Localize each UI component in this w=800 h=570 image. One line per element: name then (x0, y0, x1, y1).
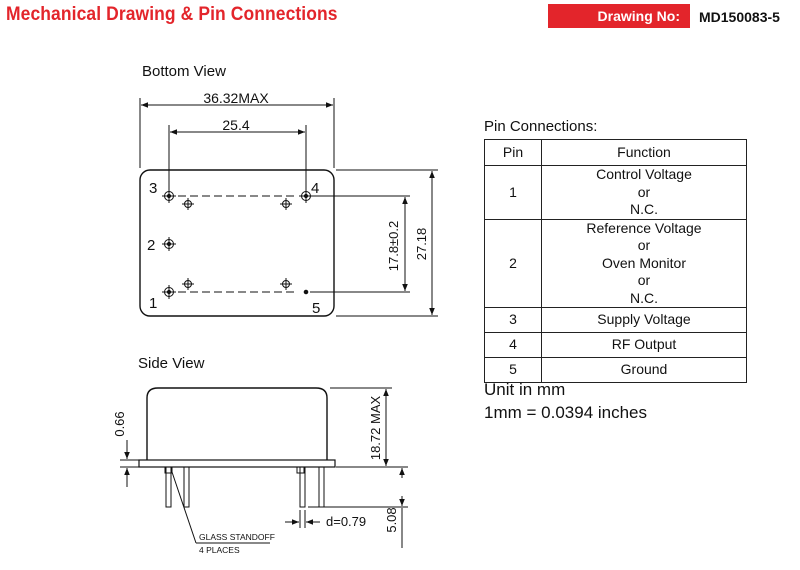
function-line: or (637, 272, 651, 288)
pin-2-marker (162, 237, 176, 251)
function-line: RF Output (611, 336, 677, 353)
side-body (146, 387, 328, 460)
function-line: or (637, 237, 651, 253)
pin-number-cell: 4 (484, 332, 542, 358)
side-pin (299, 466, 306, 508)
pin-number-cell: 5 (484, 357, 542, 383)
function-line: Control Voltage (596, 166, 692, 182)
function-line: Oven Monitor (601, 254, 687, 271)
side-pin (318, 466, 325, 508)
function-line: Reference Voltage (586, 219, 702, 236)
standoff-note-line1: GLASS STANDOFF (199, 532, 275, 542)
dim-spacing-text: 25.4 (222, 117, 249, 133)
pin-number-cell: 1 (484, 165, 542, 220)
table-row: 3 Supply Voltage (484, 307, 747, 333)
unit-conversion: 1mm = 0.0394 inches (484, 403, 648, 422)
unit-note: Unit in mm (484, 380, 566, 399)
pin-connections-heading: Pin Connections: (484, 118, 598, 135)
function-line: N.C. (630, 201, 658, 217)
standoff-note-line2: 4 PLACES (199, 545, 240, 555)
drawing-no-value: MD150083-5 (699, 9, 780, 25)
drawing-no-label: Drawing No: (548, 4, 690, 28)
table-header-row: Pin Function (484, 139, 747, 166)
header-function: Function (541, 139, 747, 166)
package-outline (139, 169, 335, 317)
pin-function-cell: Ground (541, 357, 747, 383)
table-row: 5 Ground (484, 357, 747, 383)
page-title: Mechanical Drawing & Pin Connections (6, 4, 338, 25)
pin-number-cell: 3 (484, 307, 542, 333)
table-row: 4 RF Output (484, 332, 747, 358)
dim-total-height-text: 18.72 MAX (368, 396, 383, 461)
standoff-marker (182, 198, 194, 210)
pin-number-4: 4 (311, 180, 319, 197)
pin-number-cell: 2 (484, 218, 542, 308)
dim-width-text: 36.32MAX (203, 90, 269, 106)
pin-number-5: 5 (312, 300, 320, 317)
pin-1-marker (162, 285, 176, 299)
standoff-marker (280, 198, 292, 210)
header-pin: Pin (484, 139, 542, 166)
function-line: or (637, 183, 651, 200)
pin-number-3: 3 (149, 180, 157, 197)
dim-pin-dia-text: d=0.79 (326, 514, 366, 529)
function-line: Supply Voltage (597, 311, 691, 328)
side-pin (183, 466, 190, 508)
side-view-label: Side View (138, 355, 205, 372)
dim-height-text: 27.18 (414, 228, 429, 261)
bottom-view-label: Bottom View (142, 63, 226, 80)
dim-row-text: 17.8±0.2 (386, 221, 401, 272)
function-line: N.C. (630, 289, 658, 306)
pin-4-marker (299, 189, 313, 203)
pin-function-cell: RF Output (541, 332, 747, 358)
function-line: Ground (620, 361, 668, 378)
pin-function-cell: Supply Voltage (541, 307, 747, 333)
standoff-marker (182, 278, 194, 290)
pin-5-marker (303, 289, 309, 295)
dim-pin-length-text: 5.08 (384, 507, 399, 532)
standoff-marker (280, 278, 292, 290)
pin-number-2: 2 (147, 237, 155, 254)
pin-3-marker (162, 189, 176, 203)
pin-number-1: 1 (149, 295, 157, 312)
side-pin (165, 466, 172, 508)
side-base (138, 459, 336, 468)
dim-base-text: 0.66 (112, 411, 127, 436)
